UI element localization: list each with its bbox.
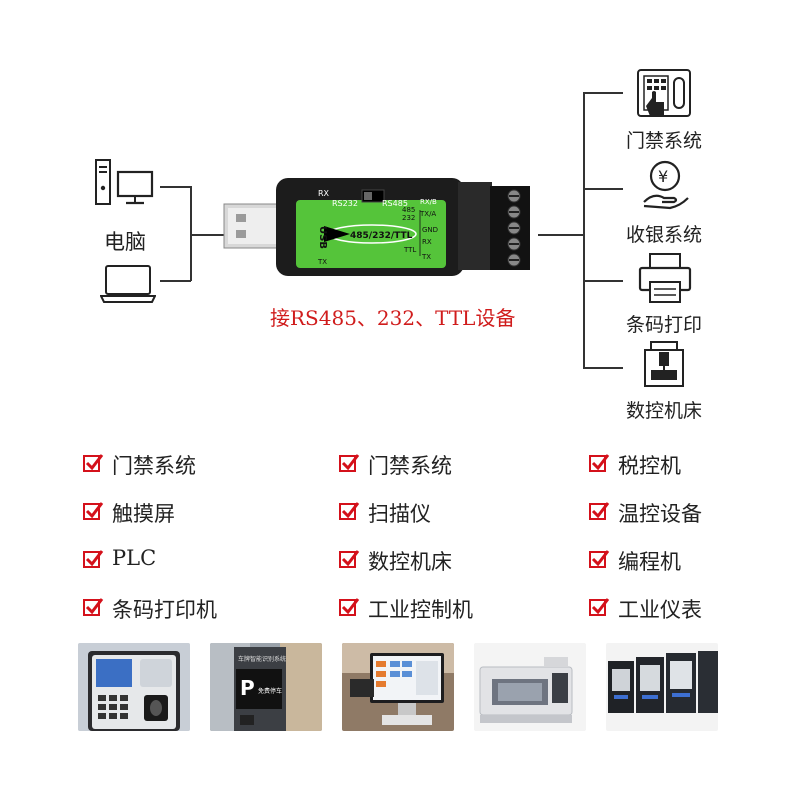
connector-line <box>583 188 623 190</box>
access-control-icon <box>636 68 692 124</box>
device-pin: TTL <box>403 246 416 254</box>
check-icon <box>588 548 610 570</box>
checklist-item: 触摸屏 <box>112 502 175 526</box>
device-caption: 接RS485、232、TTL设备 <box>270 306 516 330</box>
cnc-machine-icon <box>641 340 687 392</box>
device-pin: RX/B <box>420 198 437 206</box>
device-pin: 485 <box>402 206 415 214</box>
connector-line <box>583 280 623 282</box>
right-device-label: 收银系统 <box>625 224 702 246</box>
checklist-item: 税控机 <box>618 454 681 478</box>
check-icon <box>338 452 360 474</box>
connector-line <box>583 92 623 94</box>
printer-icon <box>638 252 692 308</box>
check-icon <box>588 500 610 522</box>
right-device-label: 条码打印 <box>625 314 702 336</box>
check-icon <box>82 452 104 474</box>
cash-register-icon: ¥ <box>640 160 690 214</box>
check-icon <box>338 548 360 570</box>
check-icon <box>82 548 104 570</box>
check-icon <box>338 596 360 618</box>
cnc-lathe-photo <box>474 643 586 731</box>
device-pin: GND <box>422 226 438 234</box>
checklist-item: PLC <box>112 546 157 570</box>
laptop-icon <box>99 264 157 308</box>
usb-converter-device: RX RS232 RS485 USB 485/232/TTL RX/B 485 … <box>222 172 542 286</box>
checklist-item: 扫描仪 <box>368 502 431 526</box>
pos-terminal-photo <box>342 643 454 731</box>
industrial-meters-photo <box>606 643 718 731</box>
right-device-label: 门禁系统 <box>625 130 702 152</box>
connector-line <box>160 280 191 282</box>
connector-line <box>583 367 623 369</box>
device-badge: 485/232/TTL <box>350 231 413 241</box>
right-device-label: 数控机床 <box>625 400 702 422</box>
connector-line <box>160 186 190 188</box>
check-icon <box>588 596 610 618</box>
checklist-item: 工业仪表 <box>618 598 702 622</box>
device-rx-top: RX <box>318 189 330 198</box>
device-pin: TX <box>421 253 431 261</box>
computer-label: 电脑 <box>104 230 146 254</box>
device-pin: RX <box>422 238 432 246</box>
device-usb-text: USB <box>317 226 328 249</box>
checklist-item: 条码打印机 <box>112 598 217 622</box>
connector-line <box>190 186 192 281</box>
parking-p-sign: P <box>240 676 255 700</box>
desktop-computer-icon <box>94 158 156 210</box>
connector-line <box>538 234 584 236</box>
checklist-item: 编程机 <box>618 550 681 574</box>
connector-line <box>583 92 585 368</box>
check-icon <box>82 596 104 618</box>
checklist-item: 工业控制机 <box>368 598 473 622</box>
checklist-item: 门禁系统 <box>112 454 196 478</box>
checklist-item: 数控机床 <box>368 550 452 574</box>
access-control-photo <box>78 643 190 731</box>
device-tx-bottom: TX <box>317 258 327 266</box>
parking-system-photo: 车牌智能识别系统 P 免费停车 <box>210 643 322 731</box>
checklist-item: 门禁系统 <box>368 454 452 478</box>
connector-line <box>191 234 226 236</box>
check-icon <box>82 500 104 522</box>
device-switch-left: RS232 <box>332 199 358 208</box>
checklist-item: 温控设备 <box>618 502 702 526</box>
svg-text:¥: ¥ <box>658 167 668 186</box>
check-icon <box>588 452 610 474</box>
check-icon <box>338 500 360 522</box>
device-pin: 232 <box>402 214 415 222</box>
parking-title: 车牌智能识别系统 <box>238 655 286 663</box>
device-switch-right: RS485 <box>382 199 408 208</box>
device-pin: TX/A <box>419 210 436 218</box>
parking-subtitle: 免费停车 <box>258 687 282 695</box>
